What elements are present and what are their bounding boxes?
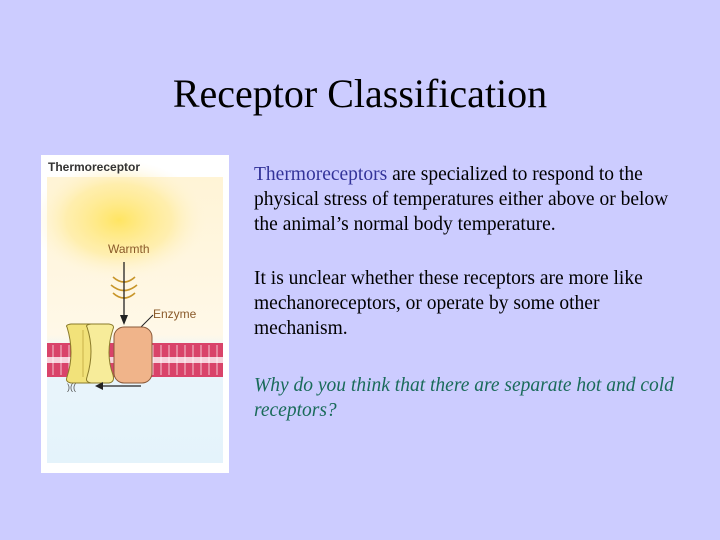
figure-title: Thermoreceptor	[48, 160, 140, 174]
paragraph-mechanism: It is unclear whether these receptors ar…	[254, 268, 643, 339]
thermoreceptor-diagram: Thermoreceptor Warmth Enzyme	[41, 160, 223, 463]
arrow-down-icon	[120, 262, 128, 325]
enzyme-label: Enzyme	[153, 307, 197, 321]
paragraph-1-text: are specialized to respond to the physic…	[254, 164, 669, 235]
thermoreceptor-figure: Thermoreceptor Warmth Enzyme	[41, 155, 229, 473]
ion-channel	[66, 323, 114, 384]
enzyme-protein	[113, 326, 153, 384]
thermoreceptors-term: Thermoreceptors	[254, 164, 388, 185]
enzyme-pointer	[140, 314, 154, 328]
paragraph-thermoreceptors: Thermoreceptors are specialized to respo…	[254, 162, 694, 237]
question-paragraph: Why do you think that there are separate…	[254, 375, 674, 421]
warmth-label: Warmth	[108, 242, 150, 256]
arrow-left-icon	[95, 382, 141, 390]
slide-title: Receptor Classification	[172, 71, 548, 116]
heat-glow	[41, 160, 207, 280]
ion-flow-icon: )((	[67, 382, 76, 392]
